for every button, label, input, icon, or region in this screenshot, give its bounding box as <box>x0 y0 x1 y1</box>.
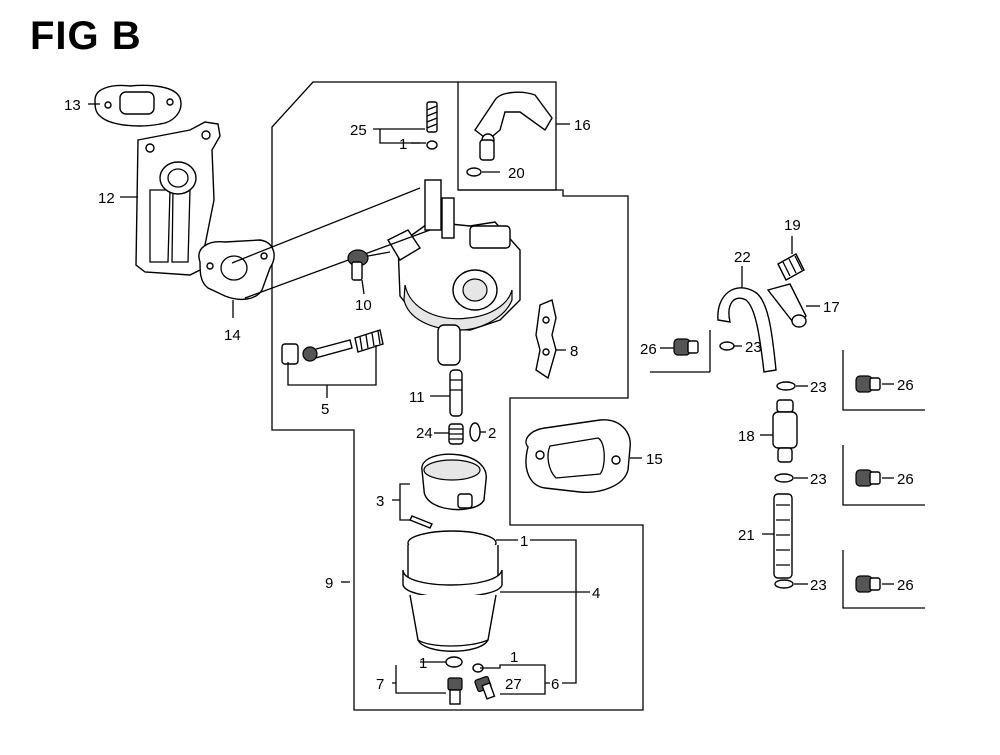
fuel-joint <box>777 253 805 281</box>
main-jet <box>449 369 463 417</box>
callout-19: 19 <box>784 217 801 234</box>
callout-2: 2 <box>488 425 496 442</box>
callout-26-b: 26 <box>897 471 914 488</box>
fuel-filter <box>772 399 798 463</box>
fuel-tube-21 <box>773 493 793 579</box>
hose-clip-b <box>776 381 796 391</box>
carburetor-body <box>387 179 521 366</box>
alignment-line <box>231 187 431 299</box>
clip-box-26-c <box>842 550 925 609</box>
fuel-tube-22 <box>717 287 777 373</box>
fuel-tube-17 <box>766 283 807 328</box>
callout-5: 5 <box>321 401 329 418</box>
float <box>409 453 487 529</box>
callout-23-a: 23 <box>745 339 762 356</box>
carburetor-gasket-14 <box>198 239 275 301</box>
tube-clip-26-a <box>855 375 881 393</box>
chamber-bolt <box>472 663 496 700</box>
callout-8: 8 <box>570 343 578 360</box>
intake-gasket <box>94 84 182 127</box>
tube-clip-26-c <box>855 575 881 593</box>
callout-9: 9 <box>325 575 333 592</box>
callout-18: 18 <box>738 428 755 445</box>
callout-23-b: 23 <box>810 379 827 396</box>
callout-24: 24 <box>416 425 433 442</box>
tube-clip-26-left <box>673 338 699 356</box>
screw-25 <box>426 101 438 150</box>
jet-holder <box>448 423 464 445</box>
callout-12: 12 <box>98 190 115 207</box>
o-ring-2 <box>469 422 481 442</box>
callout-22: 22 <box>734 249 751 266</box>
callout-15: 15 <box>646 451 663 468</box>
pilot-screw-set <box>281 329 384 365</box>
callout-3: 3 <box>376 493 384 510</box>
clip-box-26-left <box>650 330 711 373</box>
callout-1-chamber: 1 <box>520 533 528 550</box>
callout-16: 16 <box>574 117 591 134</box>
callout-27: 27 <box>505 676 522 693</box>
callout-23-d: 23 <box>810 577 827 594</box>
float-chamber <box>402 530 503 668</box>
callout-13: 13 <box>64 97 81 114</box>
choke-lever <box>466 91 553 177</box>
tube-clip-26-b <box>855 469 881 487</box>
drain-screw <box>447 677 463 705</box>
figure-title: FIG B <box>30 14 142 58</box>
callout-21: 21 <box>738 527 755 544</box>
callout-23-c: 23 <box>810 471 827 488</box>
callout-26-a: 26 <box>897 377 914 394</box>
callout-17: 17 <box>823 299 840 316</box>
air-cleaner-gasket <box>525 419 631 493</box>
hose-clip-d <box>774 579 794 589</box>
leader-lines <box>88 103 894 695</box>
callout-11: 11 <box>409 389 425 406</box>
callout-10: 10 <box>355 297 372 314</box>
callout-6: 6 <box>551 676 559 693</box>
hose-clip-a <box>719 341 735 351</box>
callout-25: 25 <box>350 122 367 139</box>
callout-1-bolt: 1 <box>510 649 518 666</box>
callout-26-left: 26 <box>640 341 657 358</box>
throttle-stop-screw <box>347 249 391 281</box>
callout-20: 20 <box>508 165 525 182</box>
insulator-plate <box>135 121 221 276</box>
hose-clip-c <box>774 473 794 483</box>
callout-4: 4 <box>592 585 600 602</box>
clip-box-26-a <box>842 350 925 411</box>
callout-1-top: 1 <box>399 136 407 153</box>
callout-26-c: 26 <box>897 577 914 594</box>
carburetor-assembly-outline <box>271 81 644 711</box>
float-bracket <box>535 299 557 380</box>
callout-14: 14 <box>224 327 241 344</box>
callout-1-drain: 1 <box>419 655 427 672</box>
callout-7: 7 <box>376 676 384 693</box>
choke-lever-box <box>458 81 557 191</box>
clip-box-26-b <box>842 445 925 506</box>
